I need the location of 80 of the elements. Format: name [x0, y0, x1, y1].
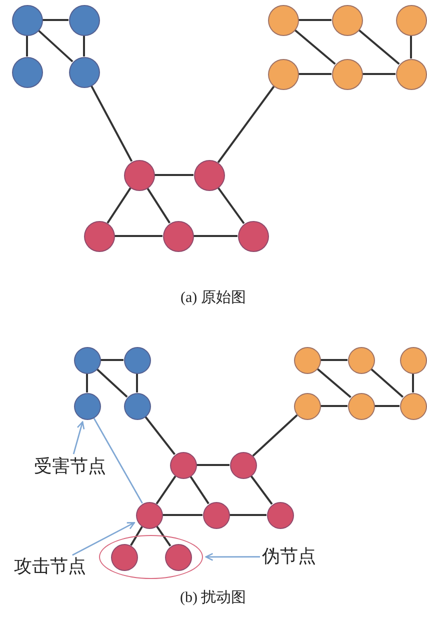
graph-node: [348, 392, 374, 420]
edge-line: [412, 374, 414, 392]
edge-line: [410, 36, 412, 58]
annotation-label: 攻击节点: [14, 556, 86, 578]
graph-node: [400, 392, 426, 420]
edge-line: [26, 36, 28, 56]
graph-node: [266, 502, 294, 528]
graph-node: [332, 4, 362, 36]
edge-line: [156, 476, 176, 504]
edge-line: [370, 368, 404, 398]
graph-node: [74, 392, 100, 420]
edge-line: [320, 359, 348, 361]
edge-line: [194, 235, 238, 237]
edge-line: [38, 30, 74, 62]
edge-line: [93, 417, 143, 504]
graph-node: [124, 160, 154, 190]
graph-node: [230, 452, 256, 478]
graph-node: [170, 452, 196, 478]
graph-node: [268, 4, 298, 36]
edge-line: [298, 73, 332, 75]
graph-node: [12, 56, 42, 88]
edge-line: [114, 235, 162, 237]
edge-line: [294, 29, 336, 65]
edge-line: [162, 514, 202, 516]
leader-arrow: [72, 522, 136, 556]
edge-line: [358, 29, 400, 65]
edge-line: [250, 475, 273, 505]
edge-line: [190, 476, 210, 504]
edge-line: [217, 186, 245, 224]
edge-line: [96, 368, 128, 398]
edge-line: [362, 73, 396, 75]
graph-node: [268, 58, 298, 90]
edge-line: [136, 374, 138, 392]
graph-node: [162, 220, 194, 252]
edge-line: [86, 374, 88, 392]
graph-node: [74, 346, 100, 374]
edge-line: [130, 526, 143, 546]
edge-line: [83, 36, 85, 56]
edge-line: [374, 405, 400, 407]
graph-node: [12, 4, 42, 36]
graph-node: [194, 160, 224, 190]
subfigure-caption: (a) 原始图: [180, 288, 246, 306]
annotation-label: 伪节点: [262, 546, 316, 568]
graph-node: [68, 4, 100, 36]
graph-node: [396, 58, 426, 90]
graph-node: [110, 544, 138, 570]
graph-node: [294, 346, 320, 374]
graph-node: [68, 56, 100, 88]
edge-line: [217, 86, 275, 164]
edge-line: [196, 464, 230, 466]
edge-line: [252, 414, 298, 457]
edge-line: [100, 359, 124, 361]
leader-arrow: [72, 421, 85, 454]
edge-line: [146, 188, 170, 224]
edge-line: [156, 526, 172, 546]
graph-node: [136, 502, 162, 528]
leader-arrow: [205, 552, 260, 561]
graph-node: [348, 346, 374, 374]
edge-line: [230, 514, 266, 516]
graph-node: [84, 220, 114, 252]
edge-line: [320, 405, 348, 407]
edge-line: [106, 187, 132, 224]
grouping-ellipse: [99, 535, 203, 579]
edge-line: [298, 19, 332, 21]
edge-line: [144, 416, 176, 455]
graph-node: [124, 346, 150, 374]
graph-node: [164, 544, 192, 570]
edge-line: [154, 174, 194, 176]
graph-node: [294, 392, 320, 420]
graph-node: [396, 4, 426, 36]
edge-line: [316, 368, 352, 398]
graph-node: [124, 392, 150, 420]
subfigure-caption: (b) 扰动图: [180, 588, 246, 606]
graph-node: [238, 220, 268, 252]
graph-node: [202, 502, 230, 528]
annotation-label: 受害节点: [34, 456, 106, 478]
graph-node: [400, 346, 426, 374]
edge-line: [90, 85, 133, 162]
graph-node: [332, 58, 362, 90]
edge-line: [42, 19, 68, 21]
